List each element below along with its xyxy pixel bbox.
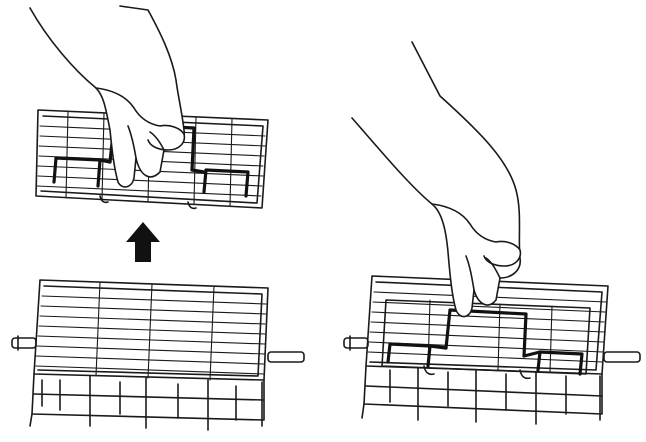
hand-icon bbox=[351, 41, 522, 318]
rotisserie-basket-icon bbox=[361, 275, 609, 425]
rotisserie-basket-icon bbox=[29, 279, 269, 431]
hand-icon bbox=[29, 5, 186, 188]
left-panel bbox=[11, 5, 305, 431]
spit-rod-icon bbox=[343, 335, 641, 363]
right-panel bbox=[343, 41, 641, 425]
up-arrow-icon bbox=[126, 222, 160, 262]
grill-handle bbox=[386, 308, 584, 376]
spit-rod-icon bbox=[11, 335, 305, 363]
